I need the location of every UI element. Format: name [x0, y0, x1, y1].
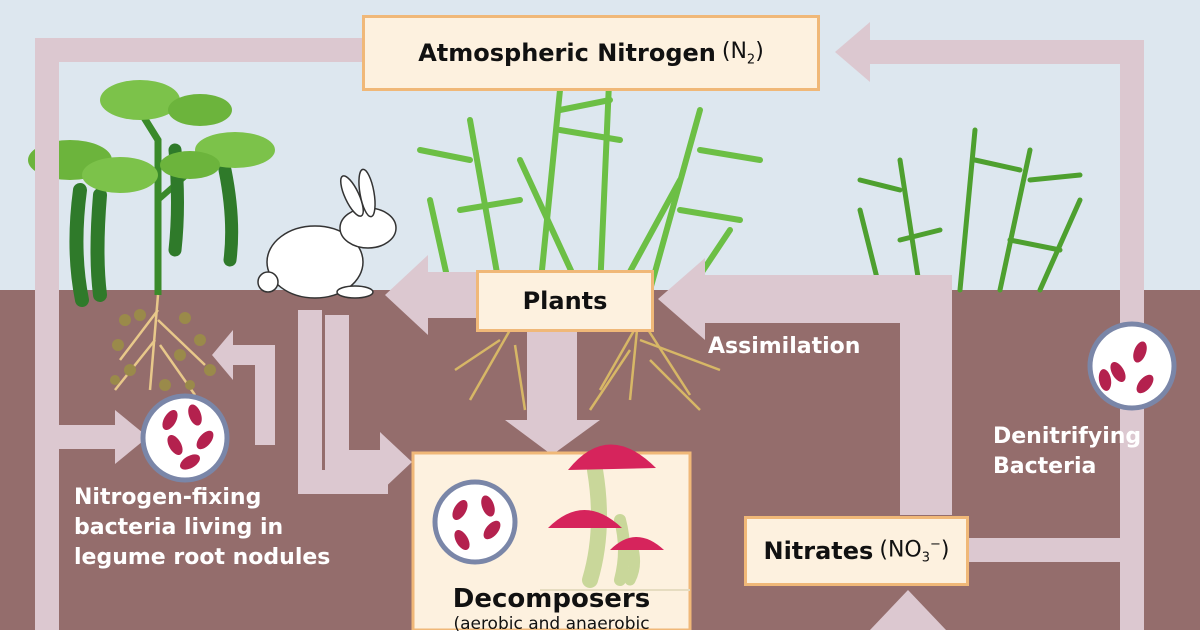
bacteria-icon	[1087, 321, 1177, 411]
root-icon	[114, 294, 206, 396]
nitrates-box: Nitrates (NO3−)	[744, 516, 969, 586]
rabbit-icon	[257, 168, 397, 299]
cycle-arrows	[35, 22, 1144, 630]
grass-icon	[857, 127, 1083, 293]
bacteria-icon	[432, 479, 518, 565]
root-nodules	[110, 309, 216, 391]
nitrogen-fixing-label-line3: legume root nodules	[74, 545, 331, 570]
nitrates-label: Nitrates	[763, 537, 874, 565]
plants-box: Plants	[476, 270, 654, 332]
bacteria-icon	[140, 393, 230, 483]
denitrifying-label-line2: Bacteria	[993, 454, 1097, 479]
atmospheric-nitrogen-box: Atmospheric Nitrogen (N2)	[362, 15, 820, 91]
assimilation-label: Assimilation	[708, 334, 861, 359]
decomposers-note: (aerobic and anaerobic	[453, 614, 650, 634]
root-icon	[454, 299, 721, 411]
nitrogen-fixing-label-line2: bacteria living in	[74, 515, 284, 540]
nitrogen-fixing-label-line1: Nitrogen-fixing	[74, 485, 262, 510]
mushroom-icon	[540, 444, 690, 591]
atmospheric-nitrogen-label: Atmospheric Nitrogen	[418, 39, 716, 67]
denitrifying-label-line1: Denitrifying	[993, 424, 1142, 449]
decomposers-label: Decomposers	[452, 584, 651, 614]
plants-label: Plants	[522, 287, 608, 315]
